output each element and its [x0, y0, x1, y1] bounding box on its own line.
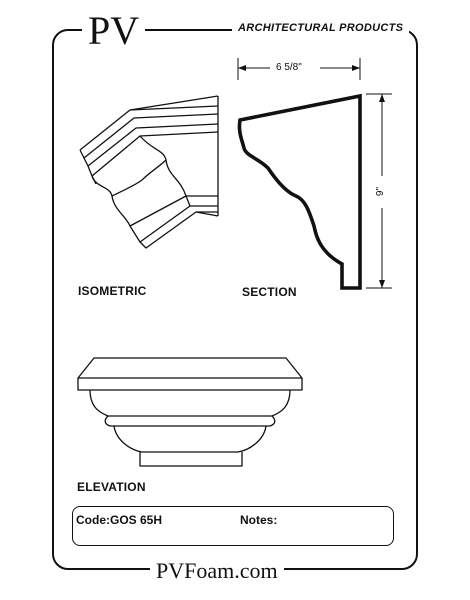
brand-logo: PV — [82, 8, 146, 54]
height-dimension-label: 9" — [375, 186, 387, 197]
isometric-label: ISOMETRIC — [78, 284, 147, 298]
width-dimension — [237, 58, 361, 80]
section-label: SECTION — [242, 285, 297, 299]
elevation-label: ELEVATION — [77, 480, 146, 494]
website-link[interactable]: PVFoam.com — [150, 558, 284, 584]
product-code: Code:GOS 65H — [76, 513, 163, 527]
brand-tagline: ARCHITECTURAL PRODUCTS — [232, 22, 410, 34]
height-dimension — [366, 93, 392, 289]
width-dimension-label: 6 5/8" — [276, 62, 302, 73]
code-notes-box — [72, 506, 394, 546]
isometric-drawing — [79, 95, 219, 249]
notes-label: Notes: — [240, 513, 278, 527]
section-drawing — [237, 93, 362, 290]
elevation-drawing — [77, 357, 303, 467]
